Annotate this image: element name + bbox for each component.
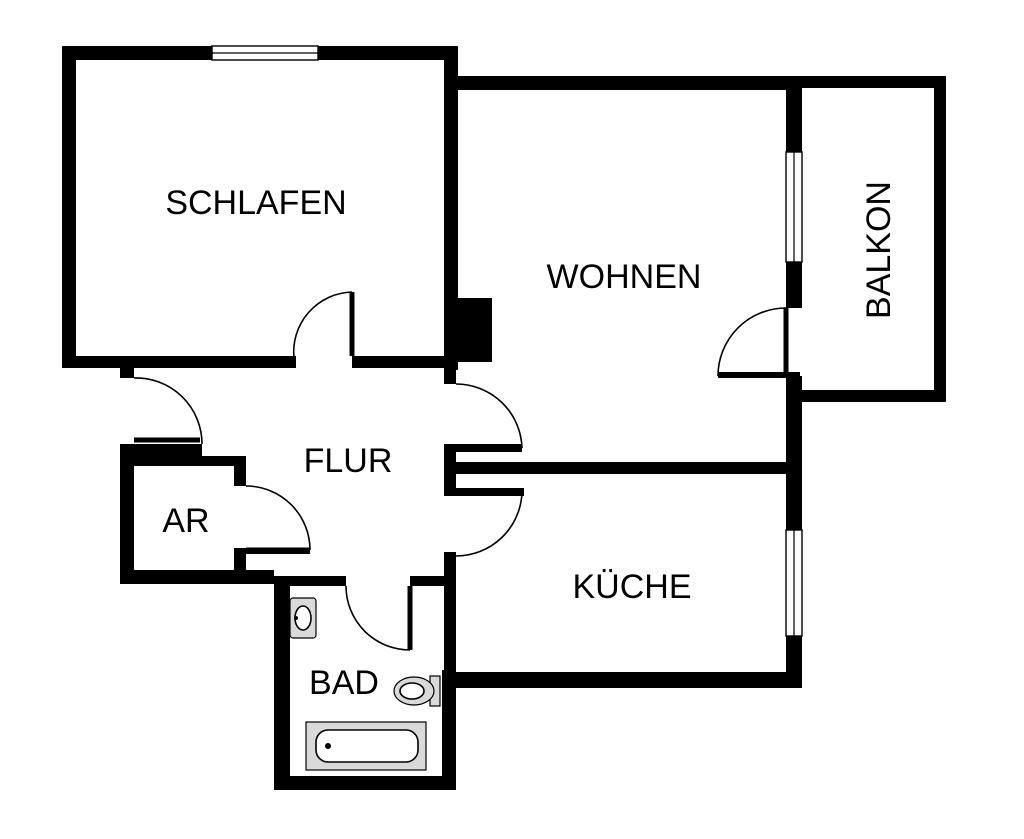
kueche-right-wall-upper (786, 462, 802, 530)
bad-right-wall (442, 670, 456, 790)
room-labels: SCHLAFEN WOHNEN BALKON FLUR AR KÜCHE BAD (162, 181, 898, 702)
balkon-bottom-wall (786, 390, 946, 402)
schlafen-bottom-wall-left (62, 356, 296, 368)
schlafen-bottom-wall-right (352, 356, 458, 368)
kueche-left-wall (444, 552, 456, 686)
room-label-wohnen: WOHNEN (547, 258, 702, 296)
room-label-flur: FLUR (304, 442, 393, 480)
room-label-schlafen: SCHLAFEN (165, 184, 346, 222)
bad-top-wall-right (410, 576, 456, 586)
sink-icon (289, 597, 317, 639)
windows (211, 45, 803, 637)
bad-left-wall (274, 576, 290, 790)
ar-left-wall (120, 444, 134, 584)
room-label-bad: BAD (309, 664, 379, 702)
schlafen-left-wall (62, 46, 76, 368)
ar-door-swing (245, 485, 311, 551)
bad-bottom-wall (274, 776, 456, 790)
wohnen-top-wall (444, 76, 802, 90)
toilet-icon (393, 675, 441, 707)
schlafen-door-swing (292, 291, 353, 359)
entrance-door-swing (133, 377, 203, 445)
fixtures (289, 597, 441, 771)
wohnen-kueche-divider (456, 462, 800, 474)
room-label-ar: AR (162, 502, 209, 540)
bad-top-wall-left (274, 576, 346, 586)
bathtub-icon (305, 721, 427, 771)
balkon-top-wall (786, 76, 946, 88)
flur-left-jamb (120, 358, 134, 378)
kueche-bottom-wall (444, 672, 802, 688)
wohnen-right-wall-mid (786, 262, 802, 308)
ar-right-wall (234, 456, 246, 486)
wohnen-door-swing (455, 383, 523, 449)
schlafen-top-wall-left (62, 46, 212, 60)
kueche-door-swing (455, 491, 523, 557)
schlafen-top-wall-right (318, 46, 458, 60)
bad-door-swing (345, 585, 411, 651)
balkon-right-wall (934, 76, 946, 402)
balkon-door-swing (717, 307, 787, 377)
wohnen-right-wall-upper (786, 76, 802, 152)
ar-top-wall (120, 444, 202, 456)
flur-divider-stub (444, 444, 456, 496)
room-label-kueche: KÜCHE (572, 568, 691, 606)
flur-right-wall-upper (444, 370, 456, 384)
room-label-balkon: BALKON (860, 181, 898, 319)
ar-top-wall-inner (134, 456, 244, 466)
schlafen-right-wall (444, 46, 458, 370)
ar-bottom-wall (120, 570, 274, 584)
wohnen-door-jamb (718, 372, 800, 378)
chimney (444, 298, 492, 362)
doors (133, 291, 789, 651)
